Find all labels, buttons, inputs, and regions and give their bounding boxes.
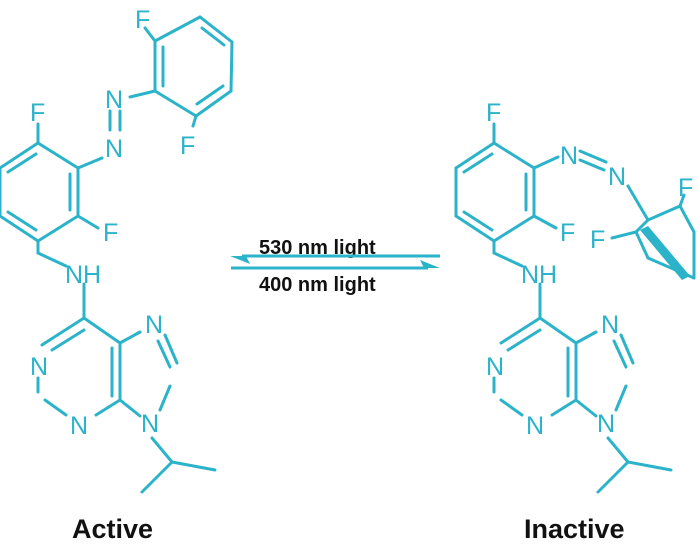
left-fluorine-4: F — [103, 219, 118, 247]
forward-condition-label: 530 nm light — [259, 237, 376, 259]
right-middle-ring — [454, 122, 558, 243]
left-purine-nitrogen-9: N — [141, 410, 159, 438]
left-fluorine-2: F — [180, 132, 195, 160]
left-purine — [36, 316, 217, 494]
right-purine-nitrogen-9: N — [597, 410, 615, 438]
left-azo-nitrogen-2: N — [105, 135, 123, 163]
right-purine — [492, 316, 673, 494]
right-azo-bond-left — [532, 155, 560, 170]
left-purine-nitrogen-7: N — [145, 311, 163, 339]
right-azo-bond-right — [626, 184, 650, 222]
forward-arrowhead — [420, 260, 440, 268]
left-fluorine-1: F — [135, 6, 150, 34]
right-azo-nitrogen-2: N — [608, 163, 626, 191]
right-ch2-nh-bond — [492, 251, 524, 268]
inactive-caption: Inactive — [524, 514, 625, 544]
right-purine-nitrogen-7: N — [601, 311, 619, 339]
active-caption: Active — [72, 514, 153, 544]
left-fluorine-3: F — [30, 99, 45, 127]
reverse-condition-label: 400 nm light — [259, 274, 376, 296]
right-azo-nitrogen-1: N — [560, 142, 578, 170]
right-purine-nitrogen-3: N — [526, 412, 544, 440]
right-fluorine-4: F — [590, 226, 605, 254]
left-top-ring — [143, 15, 234, 128]
left-azo-bond-bottom — [76, 156, 104, 170]
active-molecule: F F N N F F NH N N N N — [0, 6, 234, 494]
right-fluorine-3: F — [678, 174, 693, 202]
right-azo-double-bond-2 — [578, 158, 606, 172]
right-azo-double-bond — [578, 149, 608, 164]
left-purine-nitrogen-1: N — [30, 353, 48, 381]
right-fluorine-1: F — [486, 99, 501, 127]
right-purine-nitrogen-1: N — [486, 353, 504, 381]
right-amine-nh: NH — [521, 261, 557, 289]
left-azo-bond-top — [128, 89, 157, 99]
equilibrium-arrows: 530 nm light 400 nm light — [230, 237, 440, 296]
left-purine-nitrogen-3: N — [70, 412, 88, 440]
left-middle-ring — [0, 122, 100, 243]
right-fluorine-2: F — [560, 219, 575, 247]
inactive-molecule: F F N N F F NH N N N N — [454, 99, 696, 494]
left-azo-nitrogen-1: N — [105, 86, 123, 114]
right-tilted-ring — [610, 193, 696, 280]
right-ring-wedge — [640, 226, 690, 280]
left-amine-nh: NH — [65, 261, 101, 289]
reverse-arrowhead — [230, 256, 250, 264]
left-ch2-nh-bond — [36, 251, 68, 268]
